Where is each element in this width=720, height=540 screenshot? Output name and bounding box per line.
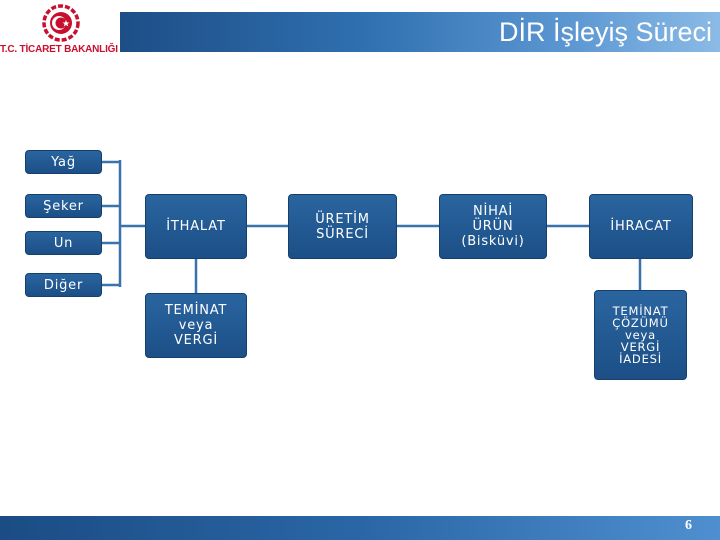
- resolution-box: TEMİNAT ÇÖZÜMÜ veya VERGİ İADESİ: [594, 290, 687, 380]
- page-number: 6: [685, 518, 692, 533]
- input-seker: Şeker: [25, 194, 102, 218]
- page-title: DİR İşleyiş Süreci: [498, 17, 712, 47]
- input-un: Un: [25, 231, 102, 255]
- header-band: [120, 12, 720, 52]
- ministry-logo: [42, 4, 80, 42]
- org-name: T.C. TİCARET BAKANLIĞI: [0, 44, 118, 55]
- production-box: ÜRETİM SÜRECİ: [288, 194, 397, 259]
- footer-band: [0, 516, 720, 540]
- final-product-box: NİHAİ ÜRÜN (Bisküvi): [439, 194, 547, 259]
- guarantee-box: TEMİNAT veya VERGİ: [145, 293, 247, 358]
- input-yag: Yağ: [25, 150, 102, 174]
- input-diger: Diğer: [25, 273, 102, 297]
- export-box: İHRACAT: [589, 194, 693, 259]
- import-box: İTHALAT: [145, 194, 247, 259]
